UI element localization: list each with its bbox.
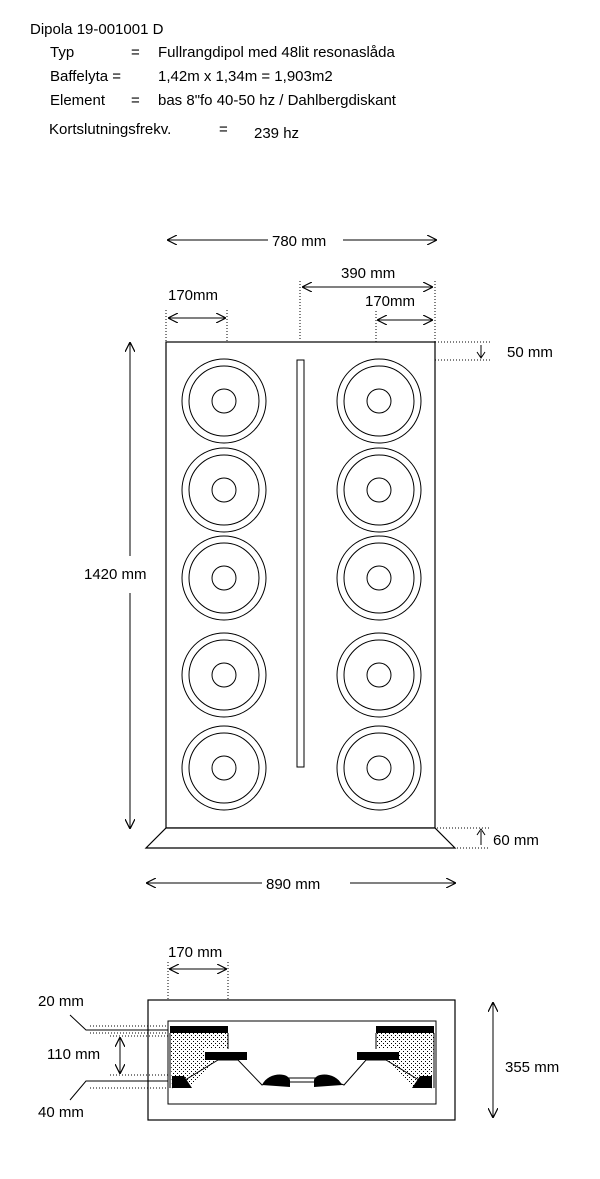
driver-magnet-left	[205, 1052, 247, 1060]
spec-eq: =	[131, 44, 140, 61]
corner-block-left	[172, 1076, 192, 1088]
dim-wall-top: 20 mm	[38, 993, 168, 1034]
damping-material-right	[376, 1033, 434, 1088]
driver-speaker	[336, 358, 422, 444]
dim-depth-offset: 170 mm	[167, 944, 229, 1026]
dim-wall-bottom: 40 mm	[38, 1080, 168, 1121]
dim-inner-height: 110 mm	[47, 1035, 168, 1076]
header-title: Dipola 19-001001 D	[30, 21, 164, 38]
dim-total-width: 780 mm	[168, 233, 436, 250]
dim-total-depth: 355 mm	[493, 1003, 559, 1117]
damping-material-left	[170, 1033, 228, 1088]
driver-speaker	[336, 447, 422, 533]
spec-key: Typ	[50, 44, 75, 61]
dim-half-width: 390 mm	[299, 265, 436, 342]
tweeter-right	[314, 1074, 342, 1087]
spec-key: Element	[50, 92, 106, 109]
dim-left-margin-label: 170mm	[168, 287, 218, 304]
dim-depth-offset-label: 170 mm	[168, 944, 222, 961]
freq-eq: =	[219, 121, 228, 138]
corner-block-right	[412, 1076, 432, 1088]
dim-inner-height-label: 110 mm	[47, 1046, 100, 1063]
dim-total-depth-label: 355 mm	[505, 1059, 559, 1076]
tweeter-left	[262, 1074, 290, 1087]
spec-value: Fullrangdipol med 48lit resonaslåda	[158, 44, 395, 61]
driver-speaker	[181, 447, 267, 533]
spec-row-typ: Typ = Fullrangdipol med 48lit resonaslåd…	[0, 44, 600, 64]
center-slot	[296, 359, 305, 768]
freq-value: 239 hz	[254, 125, 300, 142]
dim-left-margin: 170mm	[165, 287, 228, 342]
dim-wall-bottom-label: 40 mm	[38, 1104, 84, 1121]
dim-wall-top-label: 20 mm	[38, 993, 84, 1010]
dim-height: 1420 mm	[84, 343, 147, 828]
dim-base-height: 60 mm	[437, 827, 539, 849]
spec-eq: =	[131, 92, 140, 109]
driver-speaker	[336, 725, 422, 811]
driver-speaker	[336, 535, 422, 621]
dim-total-width-label: 780 mm	[272, 233, 326, 250]
baffle-bar-right	[376, 1026, 434, 1033]
driver-speaker	[181, 725, 267, 811]
freq-key: Kortslutningsfrekv.	[49, 121, 172, 138]
spec-value: bas 8"fo 40-50 hz / Dahlbergdiskant	[158, 92, 396, 109]
dim-half-width-label: 390 mm	[341, 265, 395, 282]
spec-key: Baffelyta =	[50, 68, 122, 85]
driver-array	[181, 358, 422, 811]
baffle-base	[144, 827, 457, 849]
dim-base-width: 890 mm	[147, 876, 455, 893]
driver-magnet-right	[357, 1052, 399, 1060]
baffle-bar-left	[170, 1026, 228, 1033]
driver-speaker	[181, 358, 267, 444]
dim-right-margin-label: 170mm	[365, 293, 415, 310]
spec-row-element: Element = bas 8"fo 40-50 hz / Dahlbergdi…	[0, 92, 600, 112]
cone-profile	[171, 1059, 433, 1089]
spec-row-baffelyta: Baffelyta = 1,42m x 1,34m = 1,903m2	[0, 68, 600, 88]
spec-value: 1,42m x 1,34m = 1,903m2	[158, 68, 333, 85]
dim-height-label: 1420 mm	[84, 566, 147, 583]
driver-speaker	[181, 632, 267, 718]
driver-speaker	[181, 535, 267, 621]
driver-speaker	[336, 632, 422, 718]
dim-top-margin: 50 mm	[435, 341, 553, 361]
dim-base-height-label: 60 mm	[493, 832, 539, 849]
dim-base-width-label: 890 mm	[266, 876, 320, 893]
dim-right-margin: 170mm	[365, 293, 432, 342]
dim-top-margin-label: 50 mm	[507, 344, 553, 361]
spec-row-freq: Kortslutningsfrekv. = 239 hz	[0, 121, 600, 143]
